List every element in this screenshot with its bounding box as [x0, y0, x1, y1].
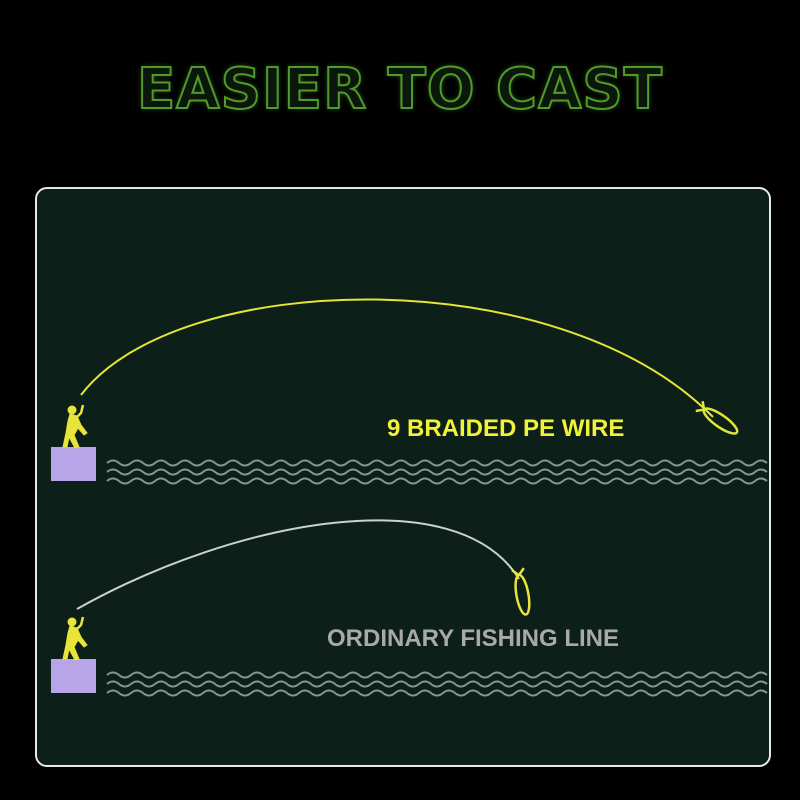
braided-cast-line — [80, 298, 714, 418]
comparison-illustration — [51, 298, 768, 697]
headline: EASIER TO CAST — [136, 57, 663, 122]
fish-lure-icon — [695, 400, 739, 435]
fisherman-icon — [62, 404, 88, 449]
water-waves-top — [106, 459, 768, 485]
dock-block — [51, 659, 96, 693]
water-waves-bottom — [106, 671, 768, 697]
ordinary-scene — [51, 519, 768, 697]
dock-block — [51, 447, 96, 481]
braided-scene — [51, 298, 768, 485]
braided-line-label: 9 BRAIDED PE WIRE — [387, 415, 625, 442]
fish-lure-icon — [511, 567, 531, 616]
fisherman-icon — [62, 616, 88, 661]
ordinary-line-label: ORDINARY FISHING LINE — [327, 625, 620, 652]
comparison-panel: 9 BRAIDED PE WIRE ORDINARY FISHING LINE — [35, 187, 771, 767]
ordinary-cast-line — [76, 519, 520, 610]
